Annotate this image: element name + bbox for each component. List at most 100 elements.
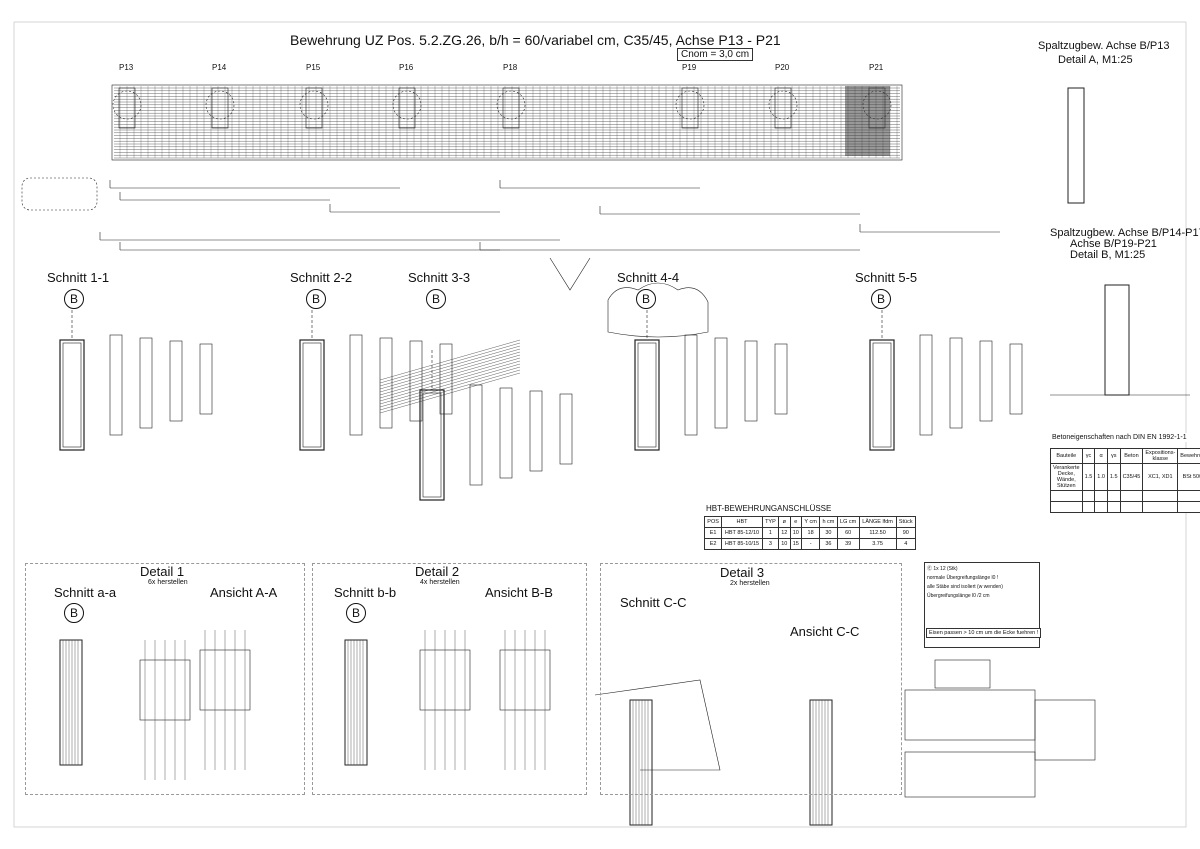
- section-title-4-4: Schnitt 4-4: [617, 270, 680, 285]
- pier-circle: [768, 90, 798, 120]
- table-header: POS: [703, 516, 723, 528]
- table-cell: [1081, 501, 1096, 513]
- bar-shape: [439, 343, 453, 415]
- bar-shape: [499, 387, 513, 479]
- table-cell: HBT 85-12/10: [721, 527, 763, 539]
- legend-table: [904, 689, 1036, 741]
- bar-shape: [714, 337, 728, 429]
- table-cell: E2: [703, 538, 723, 550]
- table-cell: [1119, 490, 1144, 502]
- detail-2-left-title: Schnitt b-b: [334, 585, 397, 600]
- table-cell: -: [801, 538, 821, 550]
- table-header: ø: [778, 516, 791, 528]
- table-header: Expositions-klasse: [1142, 448, 1179, 464]
- table-cell: [1050, 501, 1083, 513]
- table-cell: 36: [819, 538, 838, 550]
- detail-1-note: 6x herstellen: [148, 579, 188, 586]
- section-title-3-3: Schnitt 3-3: [408, 270, 471, 285]
- table-cell: XC1, XD1: [1142, 463, 1179, 491]
- table-header: γs: [1106, 448, 1121, 464]
- section-title-1-1: Schnitt 1-1: [47, 270, 110, 285]
- table-header: Bewehrung: [1177, 448, 1200, 464]
- table-cell: Verankerte Decke, Wände, Stützen: [1050, 463, 1083, 491]
- section-outline: [634, 339, 660, 451]
- section-outline: [299, 339, 325, 451]
- pier-label: P15: [306, 63, 321, 72]
- drawing-title: Bewehrung UZ Pos. 5.2.ZG.26, b/h = 60/va…: [290, 32, 781, 48]
- detail-2-title: Detail 2: [415, 564, 460, 579]
- detail-2-note: 4x herstellen: [420, 579, 460, 586]
- pier-label: P13: [119, 63, 134, 72]
- table-header: TYP: [761, 516, 780, 528]
- pier-circle: [392, 90, 422, 120]
- bar-shape: [744, 340, 758, 422]
- rebar-line: [379, 351, 521, 393]
- table-cell: [1177, 490, 1200, 502]
- detail-section: [809, 699, 833, 826]
- table-cell: 1.0: [1094, 463, 1108, 491]
- rebar-line: [379, 357, 521, 399]
- detail-b-title-2: Achse B/P19-P21: [1070, 238, 1157, 250]
- detail-section: [59, 639, 83, 766]
- pier-outline: [118, 87, 136, 129]
- detail-a-title: Spaltzugbew. Achse B/P13: [1038, 40, 1170, 52]
- table-cell: [1119, 501, 1144, 513]
- rebar-line: [379, 363, 521, 405]
- table-cell: 30: [819, 527, 838, 539]
- rebar-line: [379, 366, 521, 408]
- legend-table: [934, 659, 991, 689]
- bar-shape: [919, 334, 933, 436]
- table-cell: [1106, 490, 1121, 502]
- detail-2-frame: [312, 563, 587, 795]
- pier-circle: [675, 90, 705, 120]
- pier-outline: [681, 87, 699, 129]
- cnom-label: Cnom = 3,0 cm: [677, 48, 754, 61]
- note-line-1: Ⓔ 1x 12 (Stk): [927, 566, 958, 572]
- section-outline: [59, 339, 85, 451]
- beam-outline: [111, 84, 903, 161]
- rebar-line: [379, 360, 521, 402]
- revision-cloud: [607, 282, 709, 338]
- bar-shape: [409, 340, 423, 422]
- table-header: h cm: [819, 516, 838, 528]
- bar-shape: [559, 393, 573, 465]
- detail-b-scale: Detail B, M1:25: [1070, 249, 1146, 261]
- pier-label: P19: [682, 63, 697, 72]
- pier-label: P21: [869, 63, 884, 72]
- section-stirrup: [62, 342, 82, 448]
- detail-1-right-title: Ansicht A-A: [210, 585, 278, 600]
- section-stirrup: [302, 342, 322, 448]
- bar-shape: [949, 337, 963, 429]
- concrete-table-title: Betoneigenschaften nach DIN EN 1992-1-1: [1052, 433, 1187, 442]
- pier-circle: [299, 90, 329, 120]
- table-cell: 39: [836, 538, 860, 550]
- bar-shape: [139, 337, 153, 429]
- bent-bar: [549, 257, 591, 291]
- table-cell: [1094, 490, 1108, 502]
- detail-1-frame: [25, 563, 305, 795]
- bar-shape: [529, 390, 543, 472]
- table-header: HBT: [721, 516, 763, 528]
- pier-outline: [774, 87, 792, 129]
- table-cell: 1.5: [1106, 463, 1121, 491]
- warning-note: Eisen passen > 10 cm um die Ecke fuehren…: [926, 628, 1042, 638]
- table-header: LG cm: [836, 516, 860, 528]
- table-header: α: [1094, 448, 1108, 464]
- axis-marker-b: B: [426, 289, 446, 309]
- table-header: Stück: [895, 516, 916, 528]
- sheet-border: [13, 21, 1187, 828]
- table-row: [1050, 490, 1200, 502]
- table-header: Beton: [1119, 448, 1144, 464]
- table-cell: 60: [836, 527, 860, 539]
- rebar-line: [379, 342, 521, 384]
- legend-table: [904, 751, 1036, 798]
- detail-b-title-1: Spaltzugbew. Achse B/P14-P17: [1050, 227, 1200, 239]
- detail-section: [344, 639, 368, 766]
- pier-label: P20: [775, 63, 790, 72]
- pier-outline: [502, 87, 520, 129]
- hbt-table-title: HBT-BEWEHRUNGANSCHLÜSSE: [706, 504, 832, 513]
